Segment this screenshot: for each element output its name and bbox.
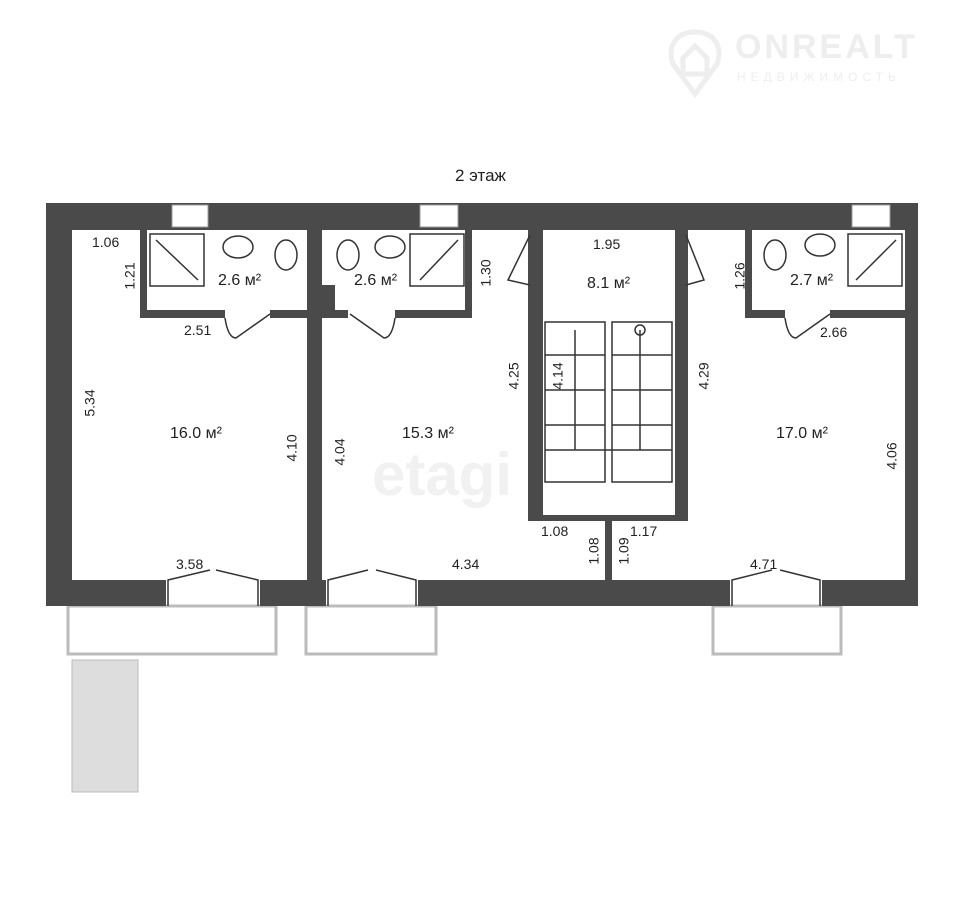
house-pin-icon [668,29,722,98]
area-room-1: 16.0 м² [170,425,222,442]
dim-label: 1.30 [477,259,494,287]
dim-label: 1.06 [92,234,120,250]
dim-label: 3.58 [176,556,204,572]
area-room-3: 17.0 м² [776,425,828,442]
dim-label: 1.08 [541,523,569,539]
dim-label: 1.26 [731,262,748,290]
dim-label: 5.34 [81,389,98,417]
dim-label: 4.34 [452,556,480,572]
fixtures [149,233,903,606]
dim-label: 4.14 [549,362,566,390]
logo-name: ONREALT [735,28,918,66]
dim-label: 2.51 [184,322,212,338]
dim-label: 1.95 [593,236,621,252]
balcony-2 [304,604,438,656]
floor-title: 2 этаж [455,166,506,185]
dim-label: 4.71 [750,556,778,572]
area-bath-3: 2.7 м² [790,272,834,289]
area-bath-2: 2.6 м² [354,272,398,289]
dim-label: 4.04 [331,438,348,466]
area-hall: 8.1 м² [587,275,631,292]
area-room-2: 15.3 м² [402,425,454,442]
dim-label: 4.25 [505,362,522,390]
dim-label: 2.66 [820,324,848,340]
dim-label: 1.09 [615,537,632,565]
balcony-3 [711,604,843,656]
walls [46,203,918,606]
windows [171,204,891,228]
watermark: etagi [372,441,513,508]
dim-label: 1.17 [630,523,658,539]
area-bath-1: 2.6 м² [218,272,262,289]
dim-label: 1.21 [121,262,138,290]
dim-label: 4.10 [283,434,300,462]
dim-label: 1.08 [585,537,602,565]
dim-label: 4.06 [883,442,900,470]
balcony-1 [66,604,278,656]
logo-tagline: НЕДВИЖИМОСТЬ [737,70,901,84]
dim-label: 4.29 [695,362,712,390]
stairs-outside [71,659,139,793]
